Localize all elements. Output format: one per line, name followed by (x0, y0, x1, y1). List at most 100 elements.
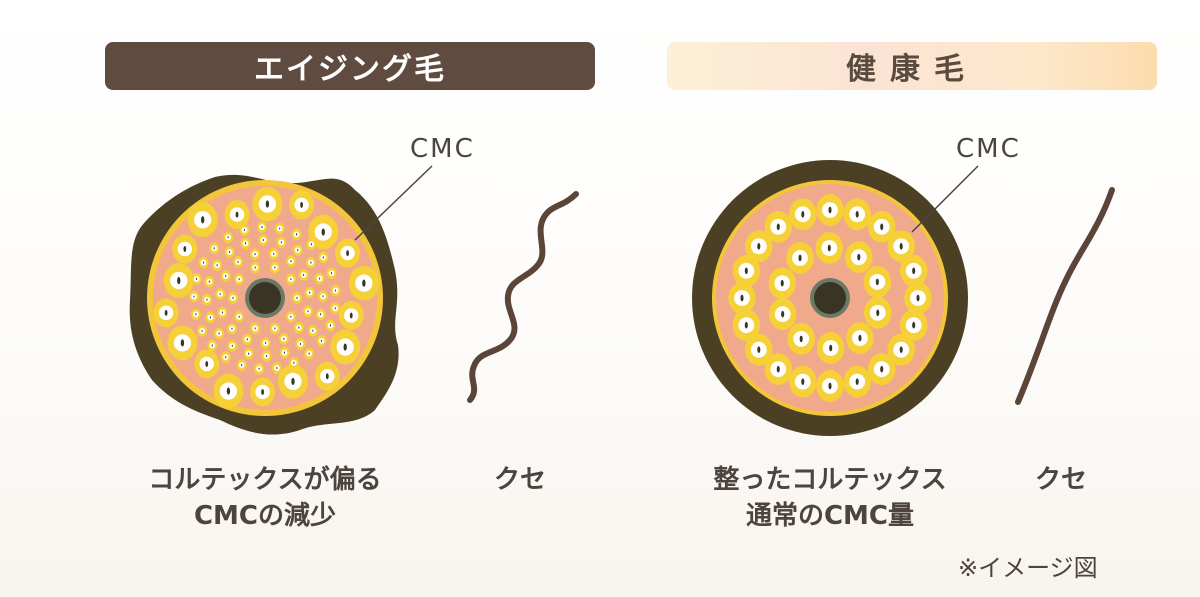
healthy-cmc-label: CMC (956, 134, 1021, 164)
aging-cortex-cell (302, 305, 313, 318)
aging-cortex-cell (252, 186, 283, 222)
aging-cortex-cell (298, 269, 309, 281)
aging-cortex-cell (197, 325, 208, 337)
aging-cortex-cell (271, 362, 282, 374)
healthy-cortex-cell (789, 365, 817, 398)
aging-cortex-cell (212, 259, 223, 272)
aging-cortex-cell (236, 359, 247, 371)
healthy-cortex-cells (728, 194, 932, 402)
aging-cortex-cell (226, 322, 237, 335)
healthy-cortex-cell (745, 230, 773, 263)
aging-cmc-label: CMC (410, 134, 475, 164)
healthy-cortex-cell (816, 370, 844, 402)
aging-cortex-cell (189, 290, 200, 303)
aging-cortex-cell (268, 248, 279, 260)
healthy-cortex-cell (728, 282, 756, 314)
aging-cortex-cell (314, 272, 325, 285)
aging-cortex-cell (172, 234, 198, 264)
aging-cortex-cell (338, 300, 364, 330)
aging-cortex-cell (220, 351, 231, 363)
aging-caption: コルテックスが偏る CMCの減少 (120, 462, 410, 534)
healthy-cortex-cell (845, 241, 873, 274)
aging-cortex-cell (234, 273, 245, 285)
healthy-hair-title: 健康毛 (846, 52, 978, 87)
aging-cortex-cell (288, 357, 299, 369)
aging-cortex-cell (330, 329, 361, 365)
aging-cortex-cell (304, 286, 315, 299)
aging-cortex-cell (314, 361, 340, 391)
aging-cortex-cell (335, 238, 361, 268)
aging-kink-label: クセ (493, 465, 546, 495)
aging-cortex-cell (205, 311, 216, 324)
healthy-cortex-cell (867, 210, 896, 243)
aging-cmc-pointer (354, 165, 433, 241)
healthy-cortex-cell (768, 267, 796, 300)
aging-cortex-cell (250, 248, 261, 260)
aging-cortex-cell (202, 293, 213, 306)
aging-cortex-cell (187, 202, 218, 238)
aging-cortex-cell (289, 190, 315, 220)
aging-cortex-cell (190, 308, 201, 321)
aging-cortex-cell (254, 362, 265, 375)
aging-cortex-cell (153, 298, 179, 328)
aging-cortex-cell (239, 224, 250, 236)
aging-cortex-cell (233, 256, 244, 268)
healthy-cortex-cell (764, 353, 793, 386)
aging-kinky-strand (467, 191, 579, 403)
healthy-cortex-cell (816, 332, 845, 364)
aging-cortex-cell (215, 288, 226, 300)
aging-cortex-cell (223, 231, 234, 244)
aging-cortex-cell (285, 273, 296, 285)
aging-cortex-cell (292, 292, 302, 304)
aging-cortex-cell (269, 322, 280, 335)
aging-cortex-cell (217, 306, 228, 319)
aging-cortex-cell (213, 373, 244, 409)
aging-cortex-cell (279, 346, 290, 359)
aging-cortex-cell (194, 349, 220, 379)
aging-cortex-cell (250, 377, 276, 407)
healthy-cortex-cell (768, 298, 797, 331)
healthy-cortex-cell (787, 322, 815, 355)
aging-cortex-cell (276, 236, 287, 249)
healthy-cmc-pointer (911, 165, 979, 233)
healthy-cortex-cell (843, 365, 871, 398)
aging-cortex-cell (307, 324, 318, 337)
aging-cortex-cell (243, 347, 254, 360)
aging-cortex-cell (209, 242, 220, 255)
aging-cortex-cell (277, 364, 308, 399)
healthy-cortex-cell (899, 254, 928, 287)
aging-cortex-cell (306, 238, 317, 251)
aging-cortex-cell (293, 321, 304, 334)
aging-cortex-cell (250, 322, 261, 335)
healthy-cortex-cell (887, 230, 915, 263)
aging-cortex-cell (285, 311, 296, 323)
aging-cortex-cell (308, 214, 339, 250)
aging-cortex-cell (316, 335, 327, 347)
aging-cortex-cell (224, 200, 250, 230)
aging-cortex-cell (234, 311, 245, 323)
aging-cortex-cell (191, 273, 202, 285)
aging-cortex-cell (325, 319, 336, 332)
healthy-cortex-cell (864, 296, 892, 329)
aging-cortex-cell (315, 308, 326, 321)
aging-cortex-cell (305, 256, 316, 269)
aging-cortex-cell (260, 337, 271, 349)
aging-medulla (249, 282, 281, 314)
healthy-cortex-cell (732, 254, 761, 287)
aging-cortex-cell (242, 333, 253, 346)
aging-cortex-cell (330, 284, 341, 297)
aging-cortex-cell (269, 261, 280, 274)
aging-cortex-cell (250, 261, 261, 274)
healthy-cortex-cell (846, 322, 874, 354)
aging-cortex-cell (198, 256, 209, 269)
healthy-cortex-cell (732, 309, 761, 342)
healthy-cortex-cell (816, 194, 844, 226)
aging-cortex-cell (163, 263, 194, 298)
aging-hair-banner: エイジング毛 (105, 42, 595, 90)
healthy-cortex-cell (887, 333, 915, 366)
healthy-cortex-cell (789, 198, 817, 231)
aging-cortex-cell (304, 347, 315, 360)
aging-cortex-cell (220, 270, 231, 282)
aging-cortex-cell (318, 251, 329, 264)
